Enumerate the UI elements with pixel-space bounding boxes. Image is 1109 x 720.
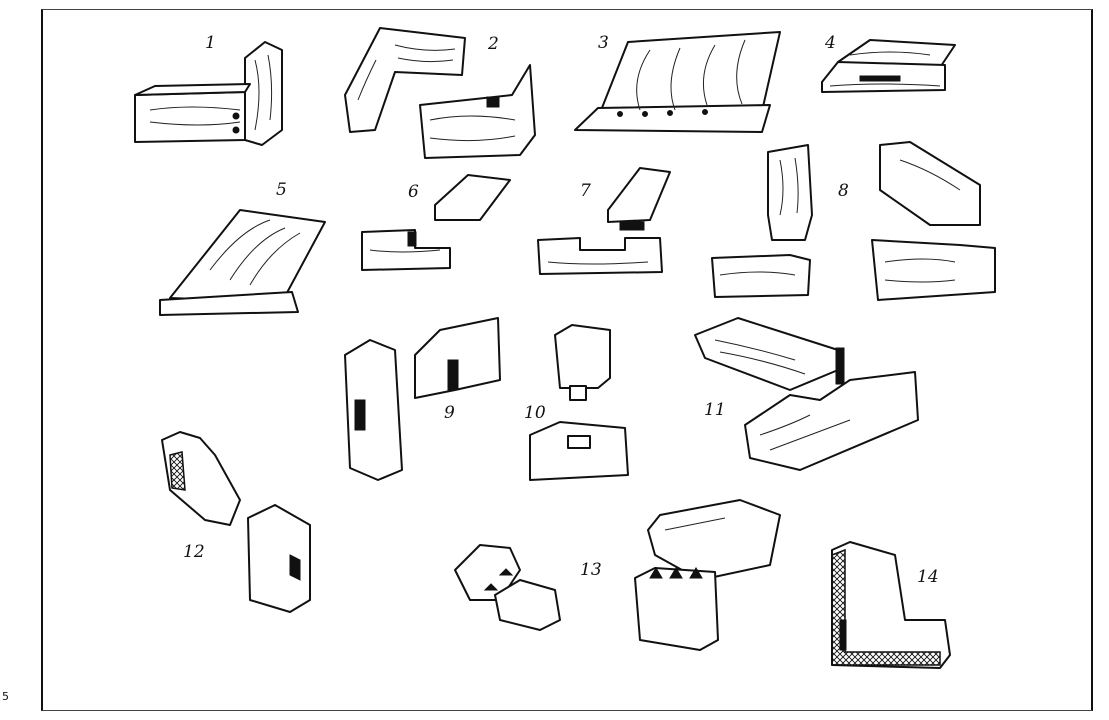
label-8: 8 bbox=[838, 181, 849, 201]
joint-5-batten bbox=[159, 209, 326, 316]
joint-9-mortise-tenon bbox=[344, 317, 501, 481]
joint-11-half-lap bbox=[694, 317, 919, 471]
label-11: 11 bbox=[704, 400, 726, 420]
label-7: 7 bbox=[580, 181, 591, 201]
label-3: 3 bbox=[598, 33, 609, 53]
figure-frame bbox=[41, 9, 1093, 711]
joint-10-stub-tenon bbox=[529, 324, 629, 481]
label-2: 2 bbox=[487, 34, 499, 54]
margin-mark: 5 bbox=[2, 690, 9, 703]
label-1: 1 bbox=[205, 33, 216, 53]
joint-13-dovetail bbox=[454, 499, 781, 651]
label-12: 12 bbox=[183, 542, 205, 562]
joint-3-panel bbox=[574, 31, 781, 133]
label-4: 4 bbox=[824, 33, 836, 53]
label-9: 9 bbox=[444, 403, 455, 423]
label-13: 13 bbox=[580, 560, 602, 580]
joint-4-tongue-groove bbox=[821, 39, 956, 93]
joint-8-finger bbox=[711, 141, 996, 301]
figure-labels: 1 2 3 4 5 6 7 8 9 10 11 12 13 14 bbox=[183, 33, 939, 587]
joint-1-corner bbox=[134, 41, 283, 146]
label-6: 6 bbox=[408, 182, 419, 202]
joint-6-rebate bbox=[361, 174, 511, 271]
joint-2-miter bbox=[344, 27, 536, 159]
label-10: 10 bbox=[524, 403, 546, 423]
label-5: 5 bbox=[276, 180, 287, 200]
label-14: 14 bbox=[917, 567, 939, 587]
joint-12-bridle bbox=[161, 431, 311, 613]
joint-7-dado bbox=[537, 167, 671, 275]
joint-14-edge-corner bbox=[831, 541, 951, 669]
